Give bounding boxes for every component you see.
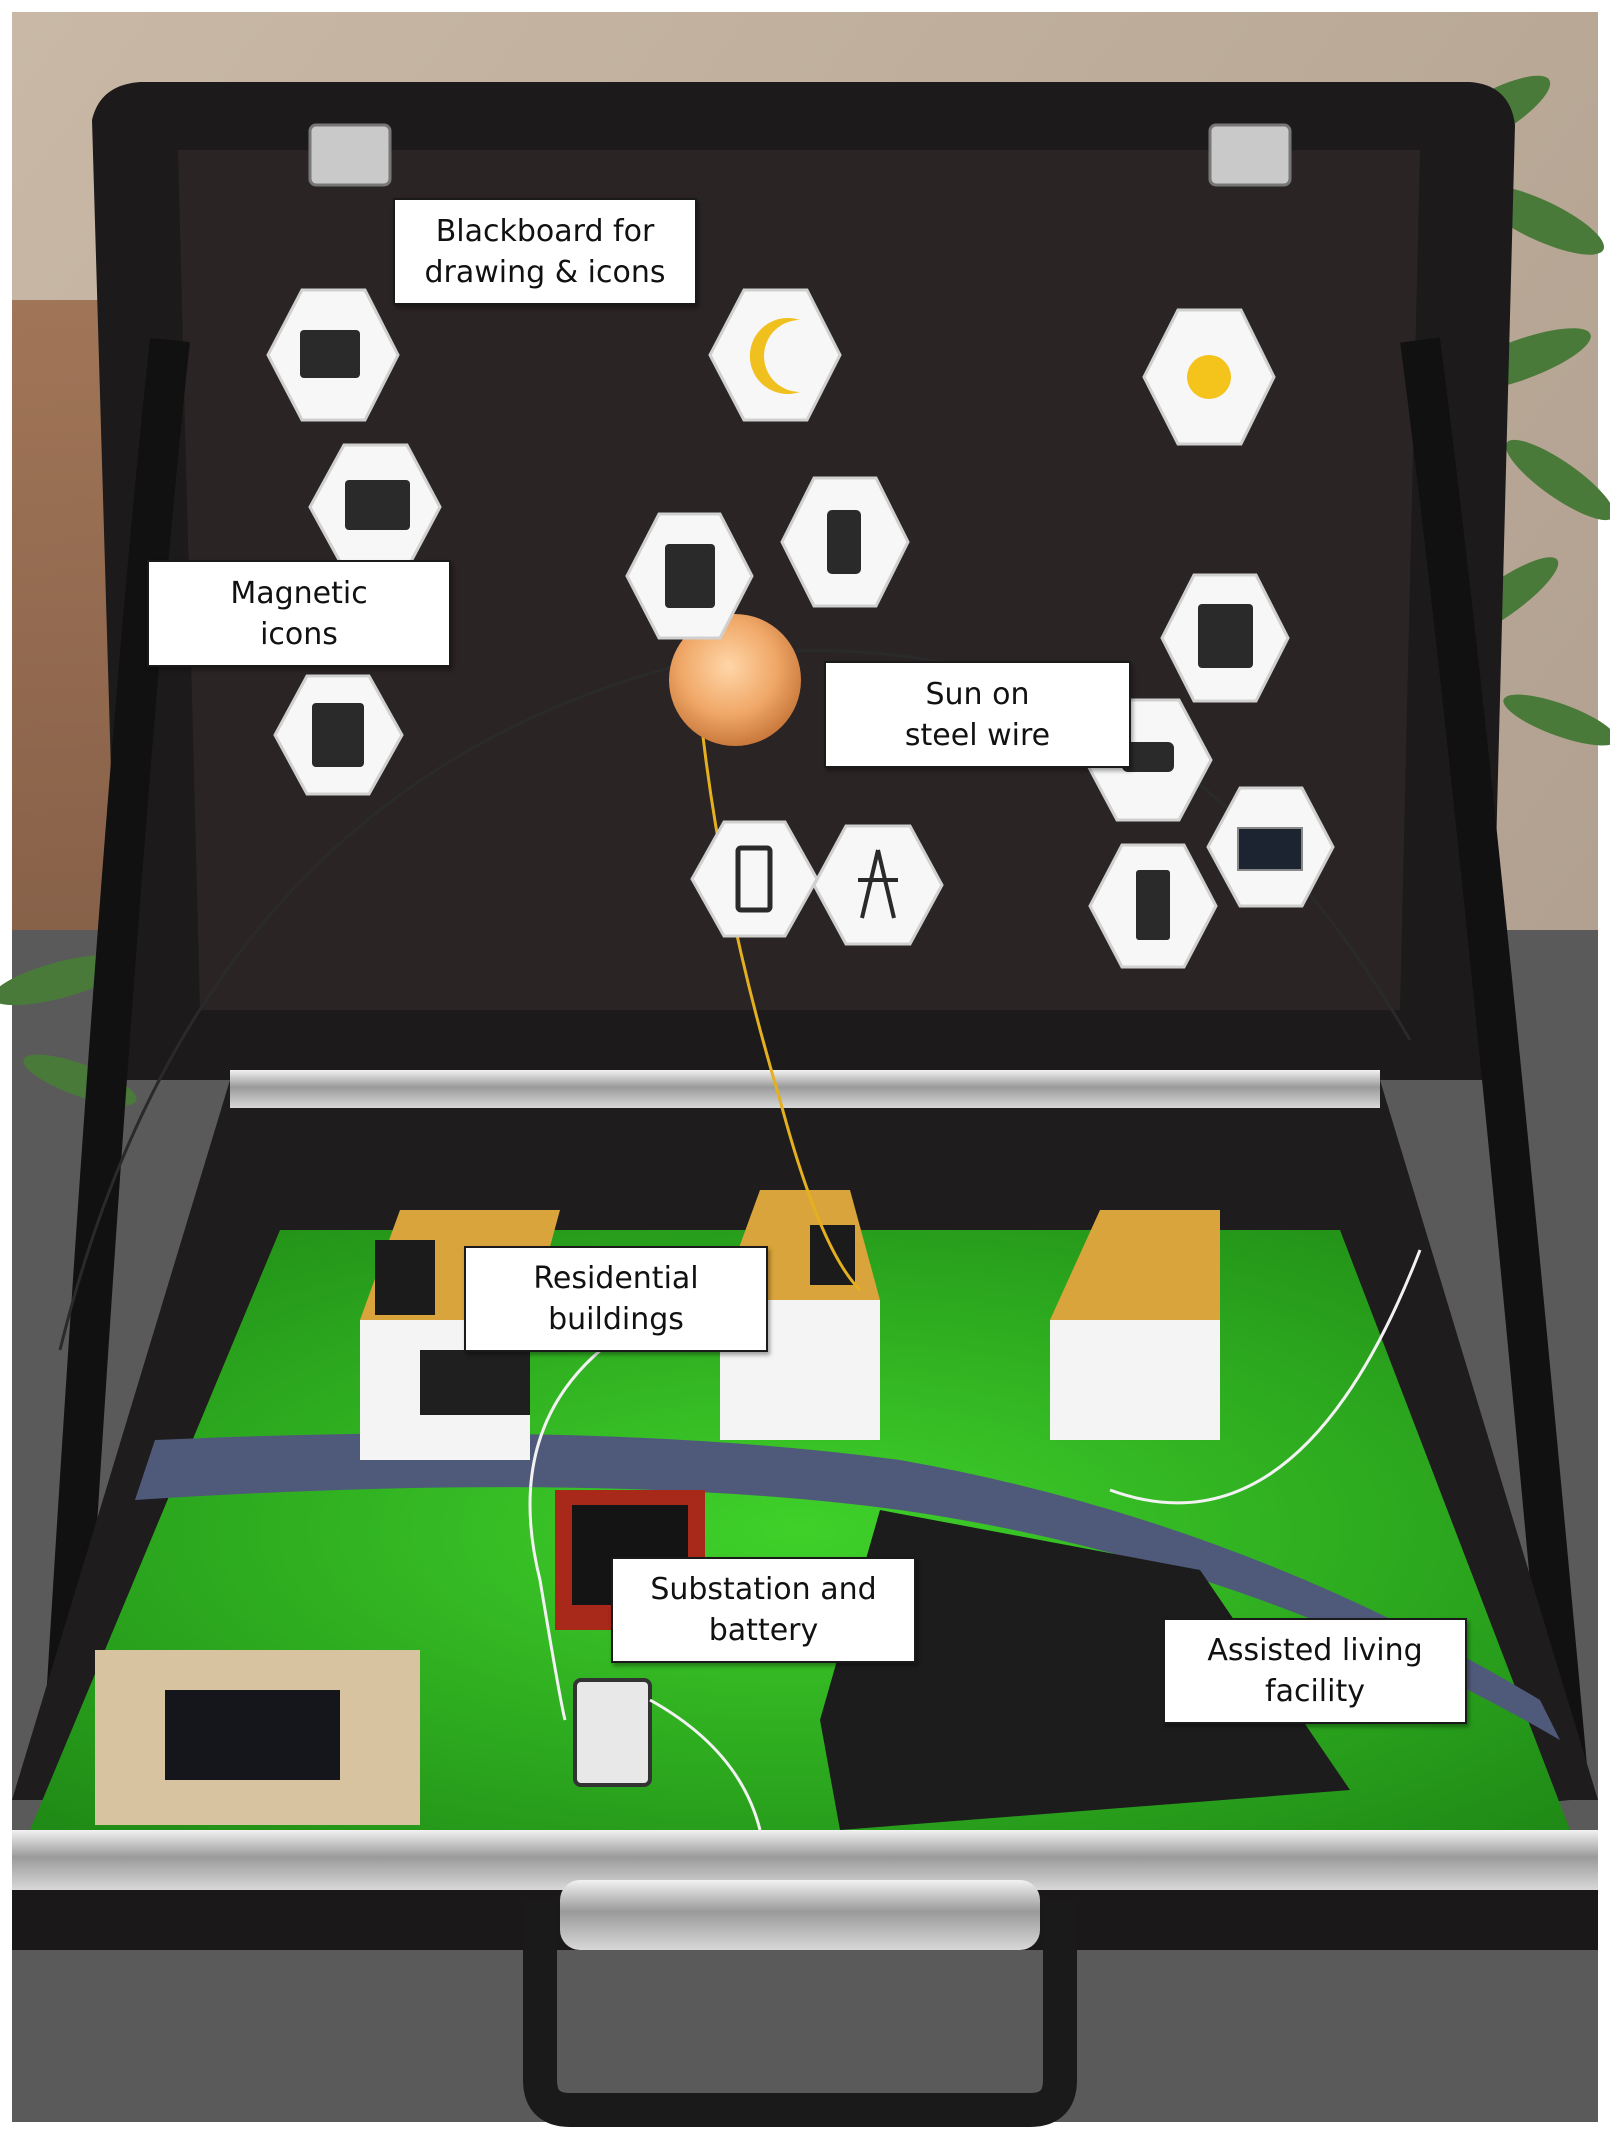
label-magnetic-line-2: icons xyxy=(260,616,338,652)
right-strap xyxy=(1400,337,1590,1802)
hinge-rail xyxy=(230,1070,1380,1108)
label-sun-on-steel-wire: Sun on steel wire xyxy=(824,661,1131,768)
diorama-road xyxy=(135,1433,1560,1740)
label-assisted-line-1: Assisted living xyxy=(1207,1633,1423,1668)
label-blackboard-line-1: Blackboard for xyxy=(435,213,655,249)
white-wire-2 xyxy=(1109,1249,1422,1505)
assisted-living-building xyxy=(820,1510,1350,1830)
label-substation-line-2: battery xyxy=(708,1613,819,1648)
sun-ball xyxy=(669,614,801,746)
label-magnetic-line-1: Magnetic xyxy=(230,575,368,611)
yellow-wire xyxy=(698,709,862,1292)
label-residential-line-1: Residential xyxy=(533,1261,699,1296)
label-sun-line-2: steel wire xyxy=(904,717,1051,753)
handle xyxy=(523,1900,1077,2127)
right-hinge xyxy=(1208,123,1292,187)
residential-house-3 xyxy=(1050,1210,1220,1440)
handle-plate xyxy=(560,1880,1040,1950)
label-blackboard-line-2: drawing & icons xyxy=(424,254,666,290)
label-residential-line-2: buildings xyxy=(548,1302,684,1337)
left-hinge xyxy=(308,123,392,187)
label-assisted-line-2: facility xyxy=(1265,1674,1365,1709)
left-strap xyxy=(40,337,190,1802)
moon-icon xyxy=(708,288,842,422)
battery-icon xyxy=(690,820,819,938)
icon-glyphs xyxy=(300,318,1303,940)
label-substation-line-1: Substation and xyxy=(650,1572,877,1607)
school-building xyxy=(95,1650,420,1825)
label-residential-buildings: Residential buildings xyxy=(464,1246,768,1352)
label-substation-and-battery: Substation and battery xyxy=(611,1557,916,1663)
power-pylon-icon xyxy=(812,824,944,946)
white-wire-1 xyxy=(528,1333,621,1721)
label-assisted-living-facility: Assisted living facility xyxy=(1163,1618,1467,1724)
label-blackboard: Blackboard for drawing & icons xyxy=(393,198,697,305)
label-sun-line-1: Sun on xyxy=(925,676,1030,712)
white-wire-3 xyxy=(649,1698,762,1831)
label-magnetic-icons: Magnetic icons xyxy=(147,560,451,667)
